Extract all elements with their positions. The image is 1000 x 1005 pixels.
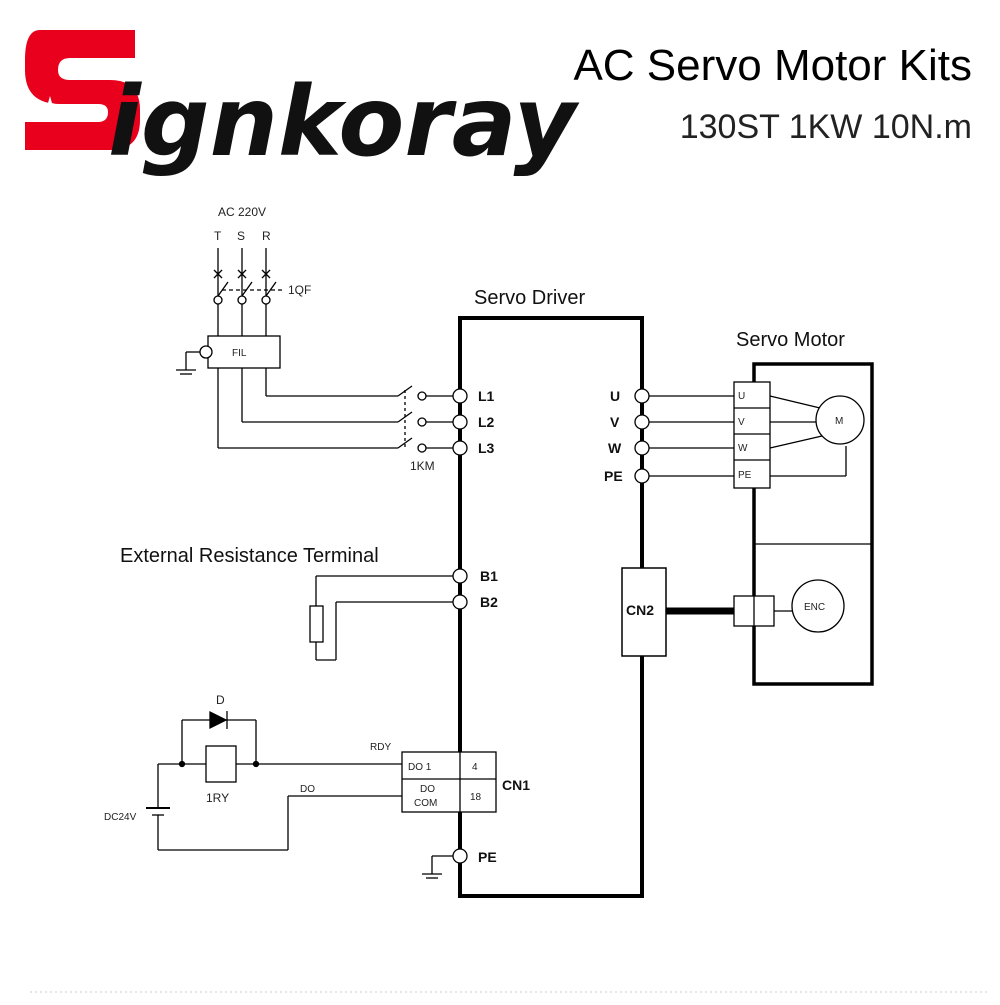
breaker-label: 1QF xyxy=(288,283,311,297)
brand-logo: ignkoray xyxy=(25,30,580,178)
u-label: U xyxy=(610,388,620,404)
cn1-pin-com: COM xyxy=(414,798,437,809)
terminal-l1 xyxy=(452,388,468,404)
motor-power-wires xyxy=(649,395,847,477)
w-label: W xyxy=(608,440,622,456)
phase-r-label: R xyxy=(262,229,271,243)
logo-s-shape xyxy=(25,30,140,150)
cn1-pin-4: 4 xyxy=(472,762,478,773)
terminal-u xyxy=(634,388,650,404)
terminal-b2 xyxy=(452,594,468,610)
relay-label: 1RY xyxy=(206,791,229,805)
encoder-label: ENC xyxy=(804,602,825,613)
motor-m-label: M xyxy=(835,416,843,427)
b2-label: B2 xyxy=(480,594,498,610)
v-label: V xyxy=(610,414,620,430)
driver-pe-label: PE xyxy=(478,849,497,865)
l2-label: L2 xyxy=(478,414,495,430)
motor-u-label: U xyxy=(738,391,745,402)
motor-v-label: V xyxy=(738,417,745,428)
terminal-pe xyxy=(634,468,650,484)
page-subtitle: 130ST 1KW 10N.m xyxy=(680,108,972,146)
ac-supply: AC 220V T S R 1QF xyxy=(213,205,311,336)
driver-ground: PE xyxy=(422,848,497,879)
brake-resistor-circuit: External Resistance Terminal B1 B2 xyxy=(120,545,498,661)
filter-label: FIL xyxy=(232,348,247,359)
motor-title: Servo Motor xyxy=(736,329,845,351)
cn2-connector: CN2 xyxy=(621,567,734,657)
logo-star-icon xyxy=(41,96,59,114)
b1-label: B1 xyxy=(480,568,498,584)
terminal-v xyxy=(634,414,650,430)
driver-input-terminals: L1 L2 L3 xyxy=(452,388,495,456)
l1-label: L1 xyxy=(478,388,495,404)
terminal-l2 xyxy=(452,414,468,430)
phase-t-label: T xyxy=(214,229,222,243)
l3-label: L3 xyxy=(478,440,495,456)
dc-supply-label: DC24V xyxy=(104,812,137,823)
diode-icon xyxy=(209,710,228,730)
page-title: AC Servo Motor Kits xyxy=(573,41,972,90)
driver-output-terminals: U V W PE xyxy=(604,388,650,484)
terminal-b1 xyxy=(452,568,468,584)
terminal-w xyxy=(634,440,650,456)
encoder-icon xyxy=(791,579,845,633)
encoder-assembly: ENC xyxy=(733,579,845,633)
cn1-connector: DO 1 4 DO COM 18 CN1 xyxy=(401,751,530,813)
diode-label: D xyxy=(216,693,225,707)
motor-symbol: M xyxy=(815,395,865,445)
filter-box: FIL xyxy=(176,335,281,375)
servo-motor-box xyxy=(752,362,874,686)
motor-w-label: W xyxy=(738,443,748,454)
cn1-pin-do: DO xyxy=(420,784,435,795)
relay-coil-icon xyxy=(205,745,237,783)
cn1-pin-do1: DO 1 xyxy=(408,762,432,773)
driver-title: Servo Driver xyxy=(474,287,585,309)
ac-supply-label: AC 220V xyxy=(218,205,266,219)
terminal-l3 xyxy=(452,440,468,456)
power-input-wires: 1KM xyxy=(217,368,454,473)
cn2-label: CN2 xyxy=(626,602,654,618)
resistor-label: External Resistance Terminal xyxy=(120,545,379,567)
rdy-wire-label: RDY xyxy=(370,742,391,753)
do-wire-label: DO xyxy=(300,784,315,795)
motor-terminal-block: U V W PE xyxy=(733,381,771,489)
resistor-icon xyxy=(309,605,324,643)
relay-circuit: D 1RY RDY DO DC24V xyxy=(104,693,402,851)
cn1-label: CN1 xyxy=(502,777,530,793)
pe-label: PE xyxy=(604,468,623,484)
phase-s-label: S xyxy=(237,229,245,243)
cn1-pin-18: 18 xyxy=(470,792,482,803)
brand-name: ignkoray xyxy=(108,66,580,178)
motor-pe-label: PE xyxy=(738,470,752,481)
contactor-label: 1KM xyxy=(410,459,435,473)
